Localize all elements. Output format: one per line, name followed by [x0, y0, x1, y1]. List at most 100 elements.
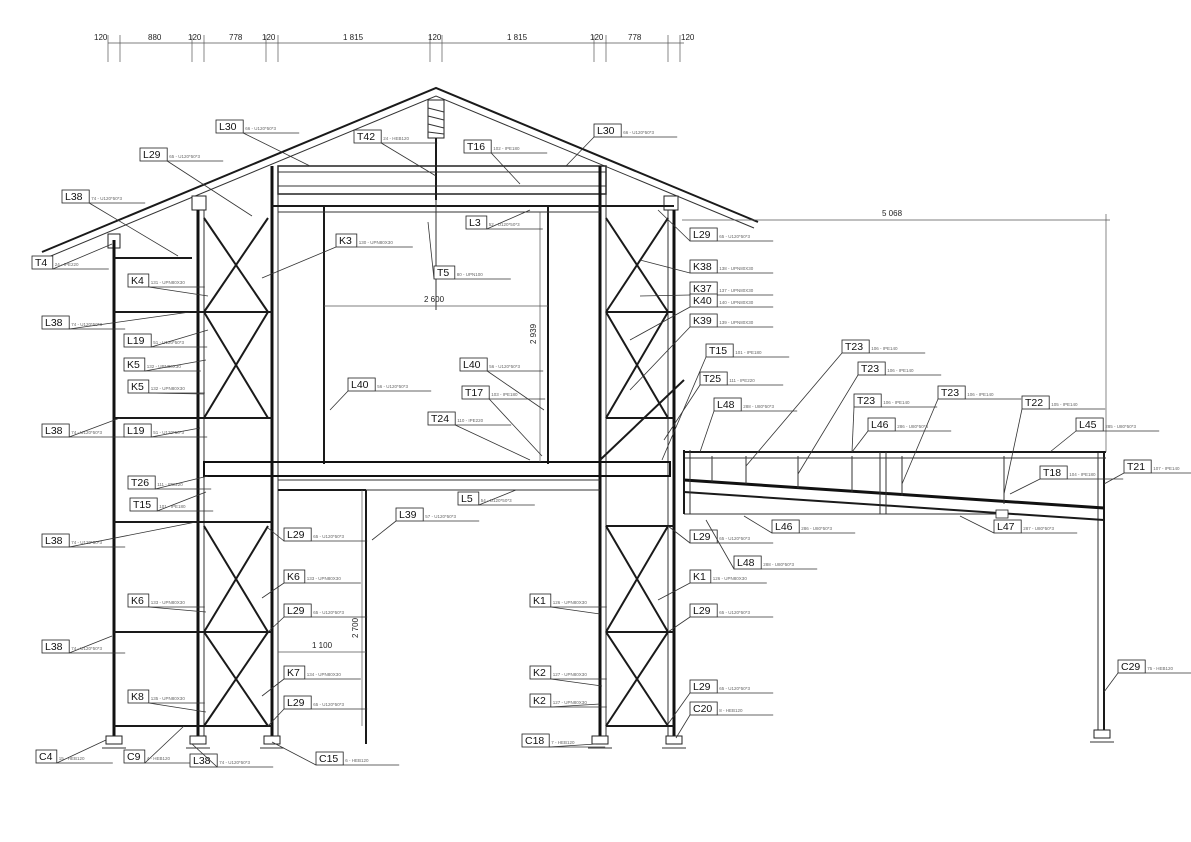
label-box [689, 293, 718, 308]
label-description: 111 - IPE220 [729, 378, 755, 383]
label-box [427, 411, 456, 426]
label-description: 75 - HEB120 [1147, 666, 1173, 671]
label-leader-line [271, 741, 317, 766]
label-leader-line [1103, 472, 1125, 485]
label-leader-line [667, 692, 691, 725]
label-description: 286 - U80*50*3 [897, 424, 928, 429]
label-description: 127 - UPN80X30 [553, 700, 588, 705]
label-description: 288 - U80*50*3 [743, 404, 774, 409]
label-description: 107 - IPE140 [1153, 466, 1180, 471]
label-box [529, 593, 552, 608]
label-box [31, 255, 54, 270]
label-description: 133 - UPN80X30 [307, 576, 342, 581]
label-leader-line [261, 582, 285, 599]
label-box [127, 273, 150, 288]
label-leader-line [329, 390, 349, 411]
label-description: 101 - IPE180 [159, 504, 186, 509]
label-box [1123, 459, 1152, 474]
member-label-c18: C18 7 - HEB120 [521, 733, 606, 748]
label-code: K39 [693, 315, 712, 327]
label-code: K4 [131, 275, 144, 287]
member-label-k39: K39 139 - UPN80X30 [629, 313, 774, 391]
label-description: 65 - U120*50*3 [719, 610, 750, 615]
label-leader-line [745, 352, 843, 467]
label-code: L39 [399, 509, 417, 521]
label-description: 65 - U120*50*3 [313, 534, 344, 539]
dimension-text: 1 815 [343, 33, 364, 42]
label-code: C15 [319, 753, 338, 765]
label-box [353, 129, 382, 144]
label-description: 137 - UPN80X30 [719, 288, 754, 293]
label-leader-line [166, 160, 253, 217]
label-leader-line [667, 616, 691, 633]
label-box [139, 147, 168, 162]
label-description: 56 - U120*50*3 [489, 364, 520, 369]
label-description: 74 - U120*50*3 [219, 760, 250, 765]
label-description: 7 - HEB120 [551, 740, 575, 745]
label-leader-line [565, 136, 595, 167]
label-description: 103 - IPE180 [491, 392, 518, 397]
label-leader-line [69, 311, 191, 330]
columns [112, 166, 1105, 744]
label-code: L29 [693, 681, 711, 693]
label-description: 52 - U120*50*3 [489, 222, 520, 227]
label-box [1075, 417, 1104, 432]
label-code: C18 [525, 735, 544, 747]
base-plates [102, 729, 1114, 749]
dimension-text: 120 [428, 33, 442, 42]
label-box [127, 475, 156, 490]
label-box [335, 233, 358, 248]
label-box [457, 491, 480, 506]
label-code: T26 [131, 477, 149, 489]
label-description: 74 - U120*50*3 [91, 196, 122, 201]
label-box [853, 393, 882, 408]
label-leader-line [1049, 430, 1077, 453]
label-description: 101 - IPE180 [735, 350, 762, 355]
label-code: L19 [127, 335, 145, 347]
label-box [123, 423, 152, 438]
label-description: 65 - U120*50*3 [719, 686, 750, 691]
label-leader-line [151, 329, 209, 348]
label-code: L29 [693, 531, 711, 543]
label-code: L29 [693, 229, 711, 241]
label-code: L45 [1079, 419, 1097, 431]
label-description: 139 - UPN80X30 [719, 320, 754, 325]
label-leader-line [490, 152, 521, 185]
label-description: 65 - U120*50*3 [169, 154, 200, 159]
label-code: K5 [127, 359, 140, 371]
label-description: 110 - IPE220 [457, 418, 483, 423]
label-box [459, 357, 488, 372]
dimension-text: 120 [94, 33, 108, 42]
roof [41, 86, 759, 259]
label-box [35, 749, 58, 764]
label-description: 126 - UPN80X30 [713, 576, 748, 581]
label-description: 130 - UPN80X30 [359, 240, 394, 245]
label-leader-line [52, 243, 113, 270]
dimension-width-lower: 1 100 [312, 641, 333, 650]
label-description: 74 - U120*50*3 [71, 540, 102, 545]
